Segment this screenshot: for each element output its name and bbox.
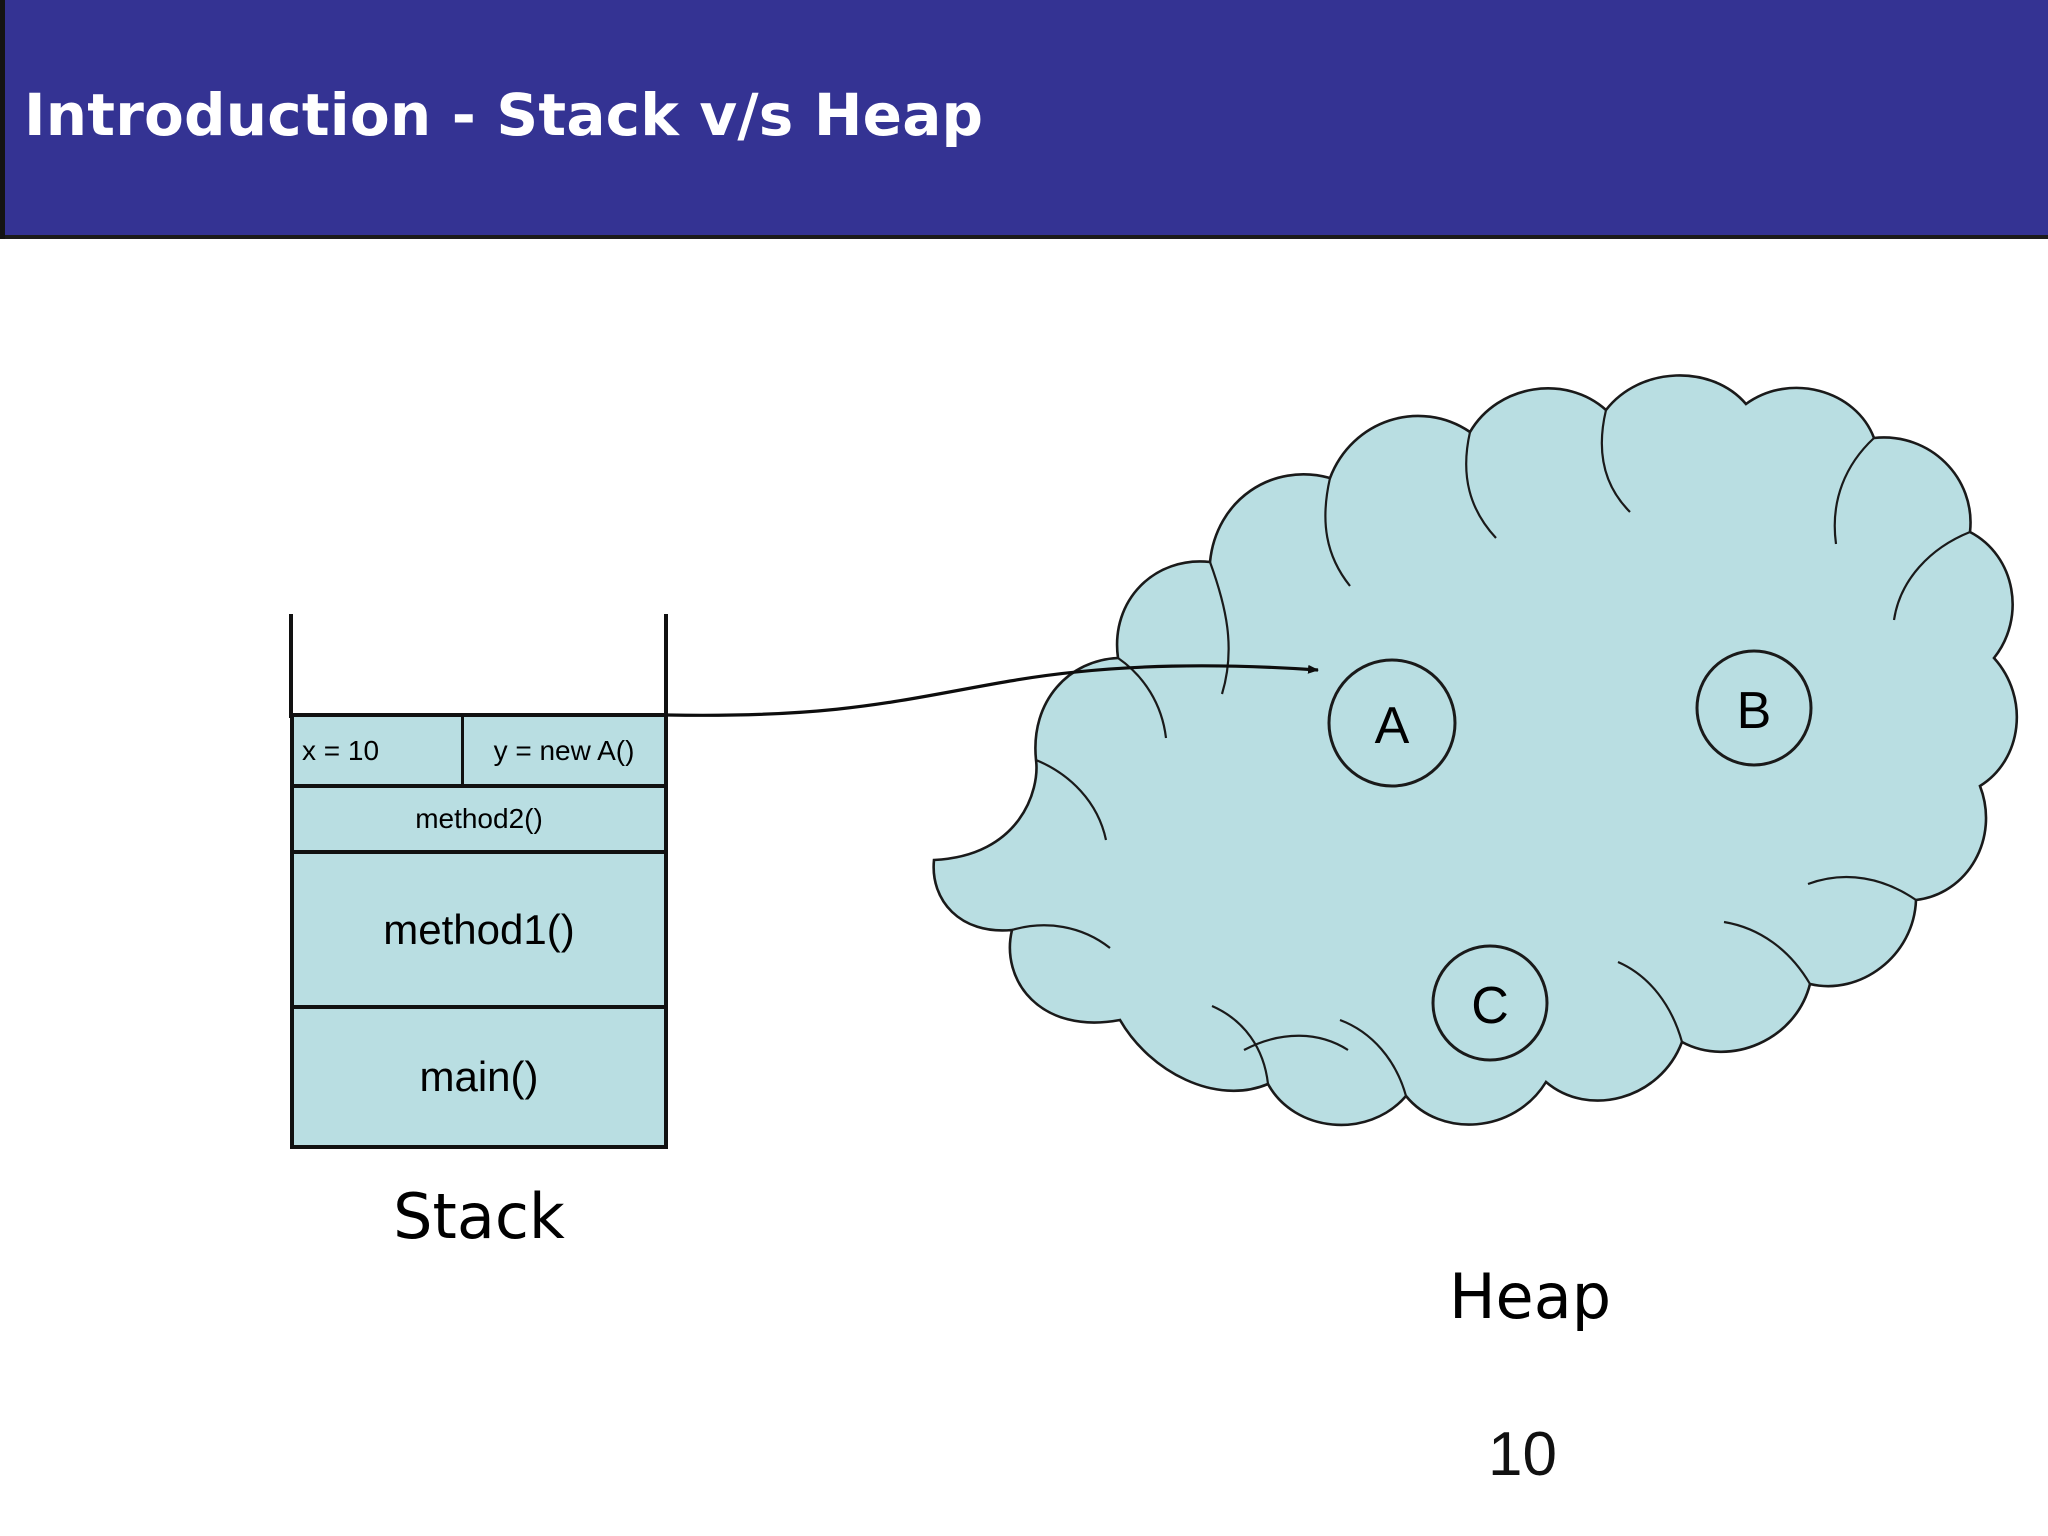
heap-caption: Heap [1448, 1260, 1612, 1333]
stack-rail-left [289, 614, 293, 718]
stack-row-method1: method1() [294, 850, 664, 1005]
stack-row-method2: method2() [294, 784, 664, 850]
slide-title-bar: Introduction - Stack v/s Heap [0, 0, 2048, 239]
page-number: 10 [1488, 1420, 1557, 1489]
stack-row-main: main() [294, 1005, 664, 1145]
stack-rail-right [664, 614, 668, 718]
stack-caption: Stack [393, 1180, 565, 1253]
page-title: Introduction - Stack v/s Heap [24, 81, 984, 149]
title-bar-left-edge [0, 0, 5, 239]
stack-cell-x: x = 10 [294, 717, 464, 784]
stack-frames-box: x = 10 y = new A() method2() method1() m… [290, 713, 668, 1149]
stack-cell-y: y = new A() [493, 734, 635, 766]
stack-row-locals: x = 10 y = new A() [294, 717, 664, 784]
